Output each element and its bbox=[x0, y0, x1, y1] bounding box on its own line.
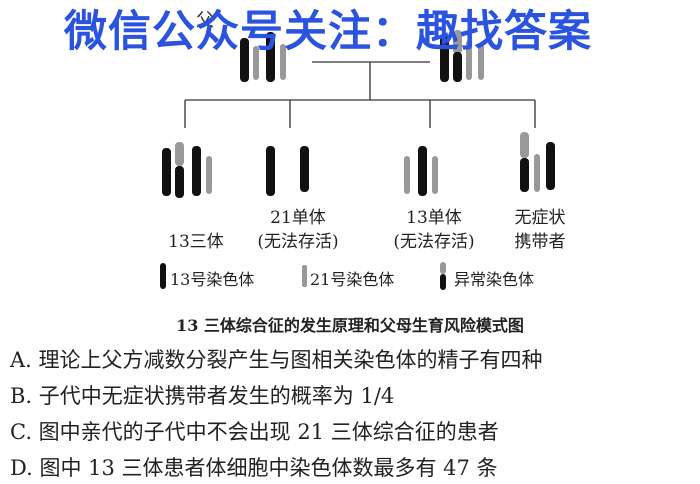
father-chr21 bbox=[253, 46, 259, 80]
offspring-3-label-line2: (无法存活) bbox=[393, 232, 475, 252]
mother-abnormal-top bbox=[453, 30, 462, 54]
child-2-chromosomes bbox=[266, 146, 309, 196]
child-3-chromosomes bbox=[404, 146, 438, 196]
figure-caption: 13 三体综合征的发生原理和父母生育风险模式图 bbox=[176, 316, 524, 335]
mother-chr21 bbox=[466, 40, 472, 80]
mother-chromosomes bbox=[440, 30, 484, 82]
father-chr13 bbox=[240, 38, 249, 82]
father-chromosomes bbox=[240, 32, 286, 82]
connector-lines bbox=[184, 61, 536, 128]
abnormal-top bbox=[520, 132, 529, 158]
father-chr13 bbox=[266, 32, 275, 82]
father-label: 父 bbox=[196, 10, 214, 31]
offspring-3-label-line1: 13单体 bbox=[406, 208, 462, 228]
offspring-2-label-line1: 21单体 bbox=[270, 208, 326, 228]
abnormal-top bbox=[175, 142, 184, 166]
child-4-chromosomes bbox=[520, 132, 555, 192]
mother-abnormal-bottom bbox=[453, 52, 462, 82]
legend-abnormal-label: 异常染色体 bbox=[454, 270, 535, 289]
abnormal-bottom bbox=[175, 166, 184, 198]
legend-chr13-swatch bbox=[160, 263, 166, 289]
child-1-chromosomes bbox=[162, 142, 212, 198]
father-chr21 bbox=[280, 44, 286, 80]
mother-chr13 bbox=[440, 36, 449, 82]
chr21 bbox=[404, 156, 410, 194]
option-a: A. 理论上父方减数分裂产生与图相关染色体的精子有四种 bbox=[10, 348, 543, 372]
chr13 bbox=[418, 146, 427, 196]
chr13 bbox=[162, 148, 171, 196]
option-b: B. 子代中无症状携带者发生的概率为 1/4 bbox=[10, 384, 395, 408]
chr21 bbox=[206, 156, 212, 194]
legend-chr21-swatch bbox=[302, 265, 307, 287]
abnormal-bottom bbox=[520, 158, 529, 192]
offspring-4-label-line1: 无症状 bbox=[514, 208, 566, 228]
chr13 bbox=[266, 146, 275, 196]
chr13 bbox=[192, 146, 201, 196]
pedigree-diagram bbox=[160, 30, 555, 290]
legend-chr13-label: 13号染色体 bbox=[170, 270, 255, 289]
offspring-2-label-line2: (无法存活) bbox=[257, 232, 339, 252]
chr21 bbox=[534, 154, 540, 192]
chr13 bbox=[546, 142, 555, 190]
legend-swatches bbox=[160, 262, 446, 290]
option-c: C. 图中亲代的子代中不会出现 21 三体综合征的患者 bbox=[10, 420, 499, 444]
option-d: D. 图中 13 三体患者体细胞中染色体数最多有 47 条 bbox=[10, 456, 498, 480]
chr13 bbox=[300, 146, 309, 192]
legend-chr21-label: 21号染色体 bbox=[310, 270, 395, 289]
offspring-1-label-line2: 13三体 bbox=[168, 232, 224, 252]
offspring-4-label-line2: 携带者 bbox=[514, 232, 566, 252]
watermark-text: 微信公众号关注：趣找答案 bbox=[64, 7, 592, 57]
chr21 bbox=[432, 156, 438, 194]
mother-chr21 bbox=[478, 44, 484, 80]
legend-abnormal-bottom bbox=[440, 274, 446, 290]
legend-abnormal-top bbox=[440, 262, 446, 274]
